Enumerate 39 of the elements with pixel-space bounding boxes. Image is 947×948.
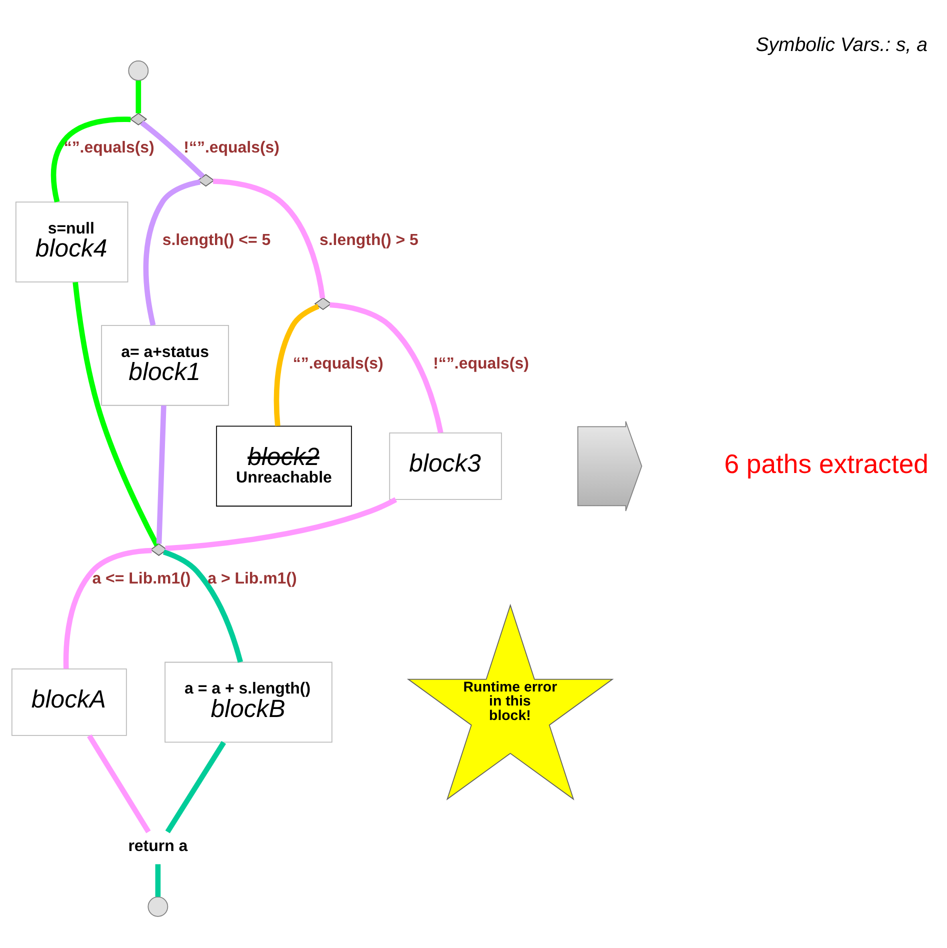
node-diamond (197, 174, 215, 186)
node-box: a = a + s.length() blockB (164, 661, 332, 742)
edge-label: a > Lib.m1() (208, 570, 297, 587)
connector (87, 734, 151, 833)
edge-label: s.length() > 5 (319, 232, 418, 249)
connector (140, 120, 205, 178)
edge-label: !“”.equals(s) (433, 354, 529, 372)
node-circle (128, 60, 149, 80)
connector (162, 548, 243, 662)
diagram-title: Symbolic Vars.: s, a (756, 33, 928, 56)
connector (143, 178, 201, 326)
connector (212, 178, 326, 298)
node-diamond (150, 542, 168, 556)
node-circle (148, 896, 168, 916)
edge-label: s.length() <= 5 (162, 232, 271, 249)
edge-label: a <= Lib.m1() (92, 570, 191, 587)
connector (274, 303, 320, 426)
node-box: block2 Unreachable (216, 425, 352, 506)
node-diamond (130, 112, 148, 125)
node-box: blockA (11, 668, 127, 736)
node-text: return a (128, 838, 188, 855)
node-box: s=null block4 (15, 201, 128, 282)
node-diamond (314, 296, 332, 310)
connector (155, 864, 161, 896)
node-label: 6 paths extracted (724, 448, 928, 478)
connector (136, 80, 142, 113)
edge-label: “”.equals(s) (64, 139, 154, 156)
connector (72, 281, 160, 546)
connector (156, 404, 166, 544)
node-box: block3 (389, 432, 502, 500)
edge-label: !“”.equals(s) (184, 139, 280, 156)
connector (165, 496, 398, 551)
node-arrow (577, 420, 642, 511)
connector (50, 116, 131, 202)
connector (63, 547, 152, 668)
connector (165, 740, 226, 833)
connector (330, 302, 444, 433)
edge-label: “”.equals(s) (292, 354, 384, 372)
node-box: a= a+status block1 (101, 324, 229, 406)
